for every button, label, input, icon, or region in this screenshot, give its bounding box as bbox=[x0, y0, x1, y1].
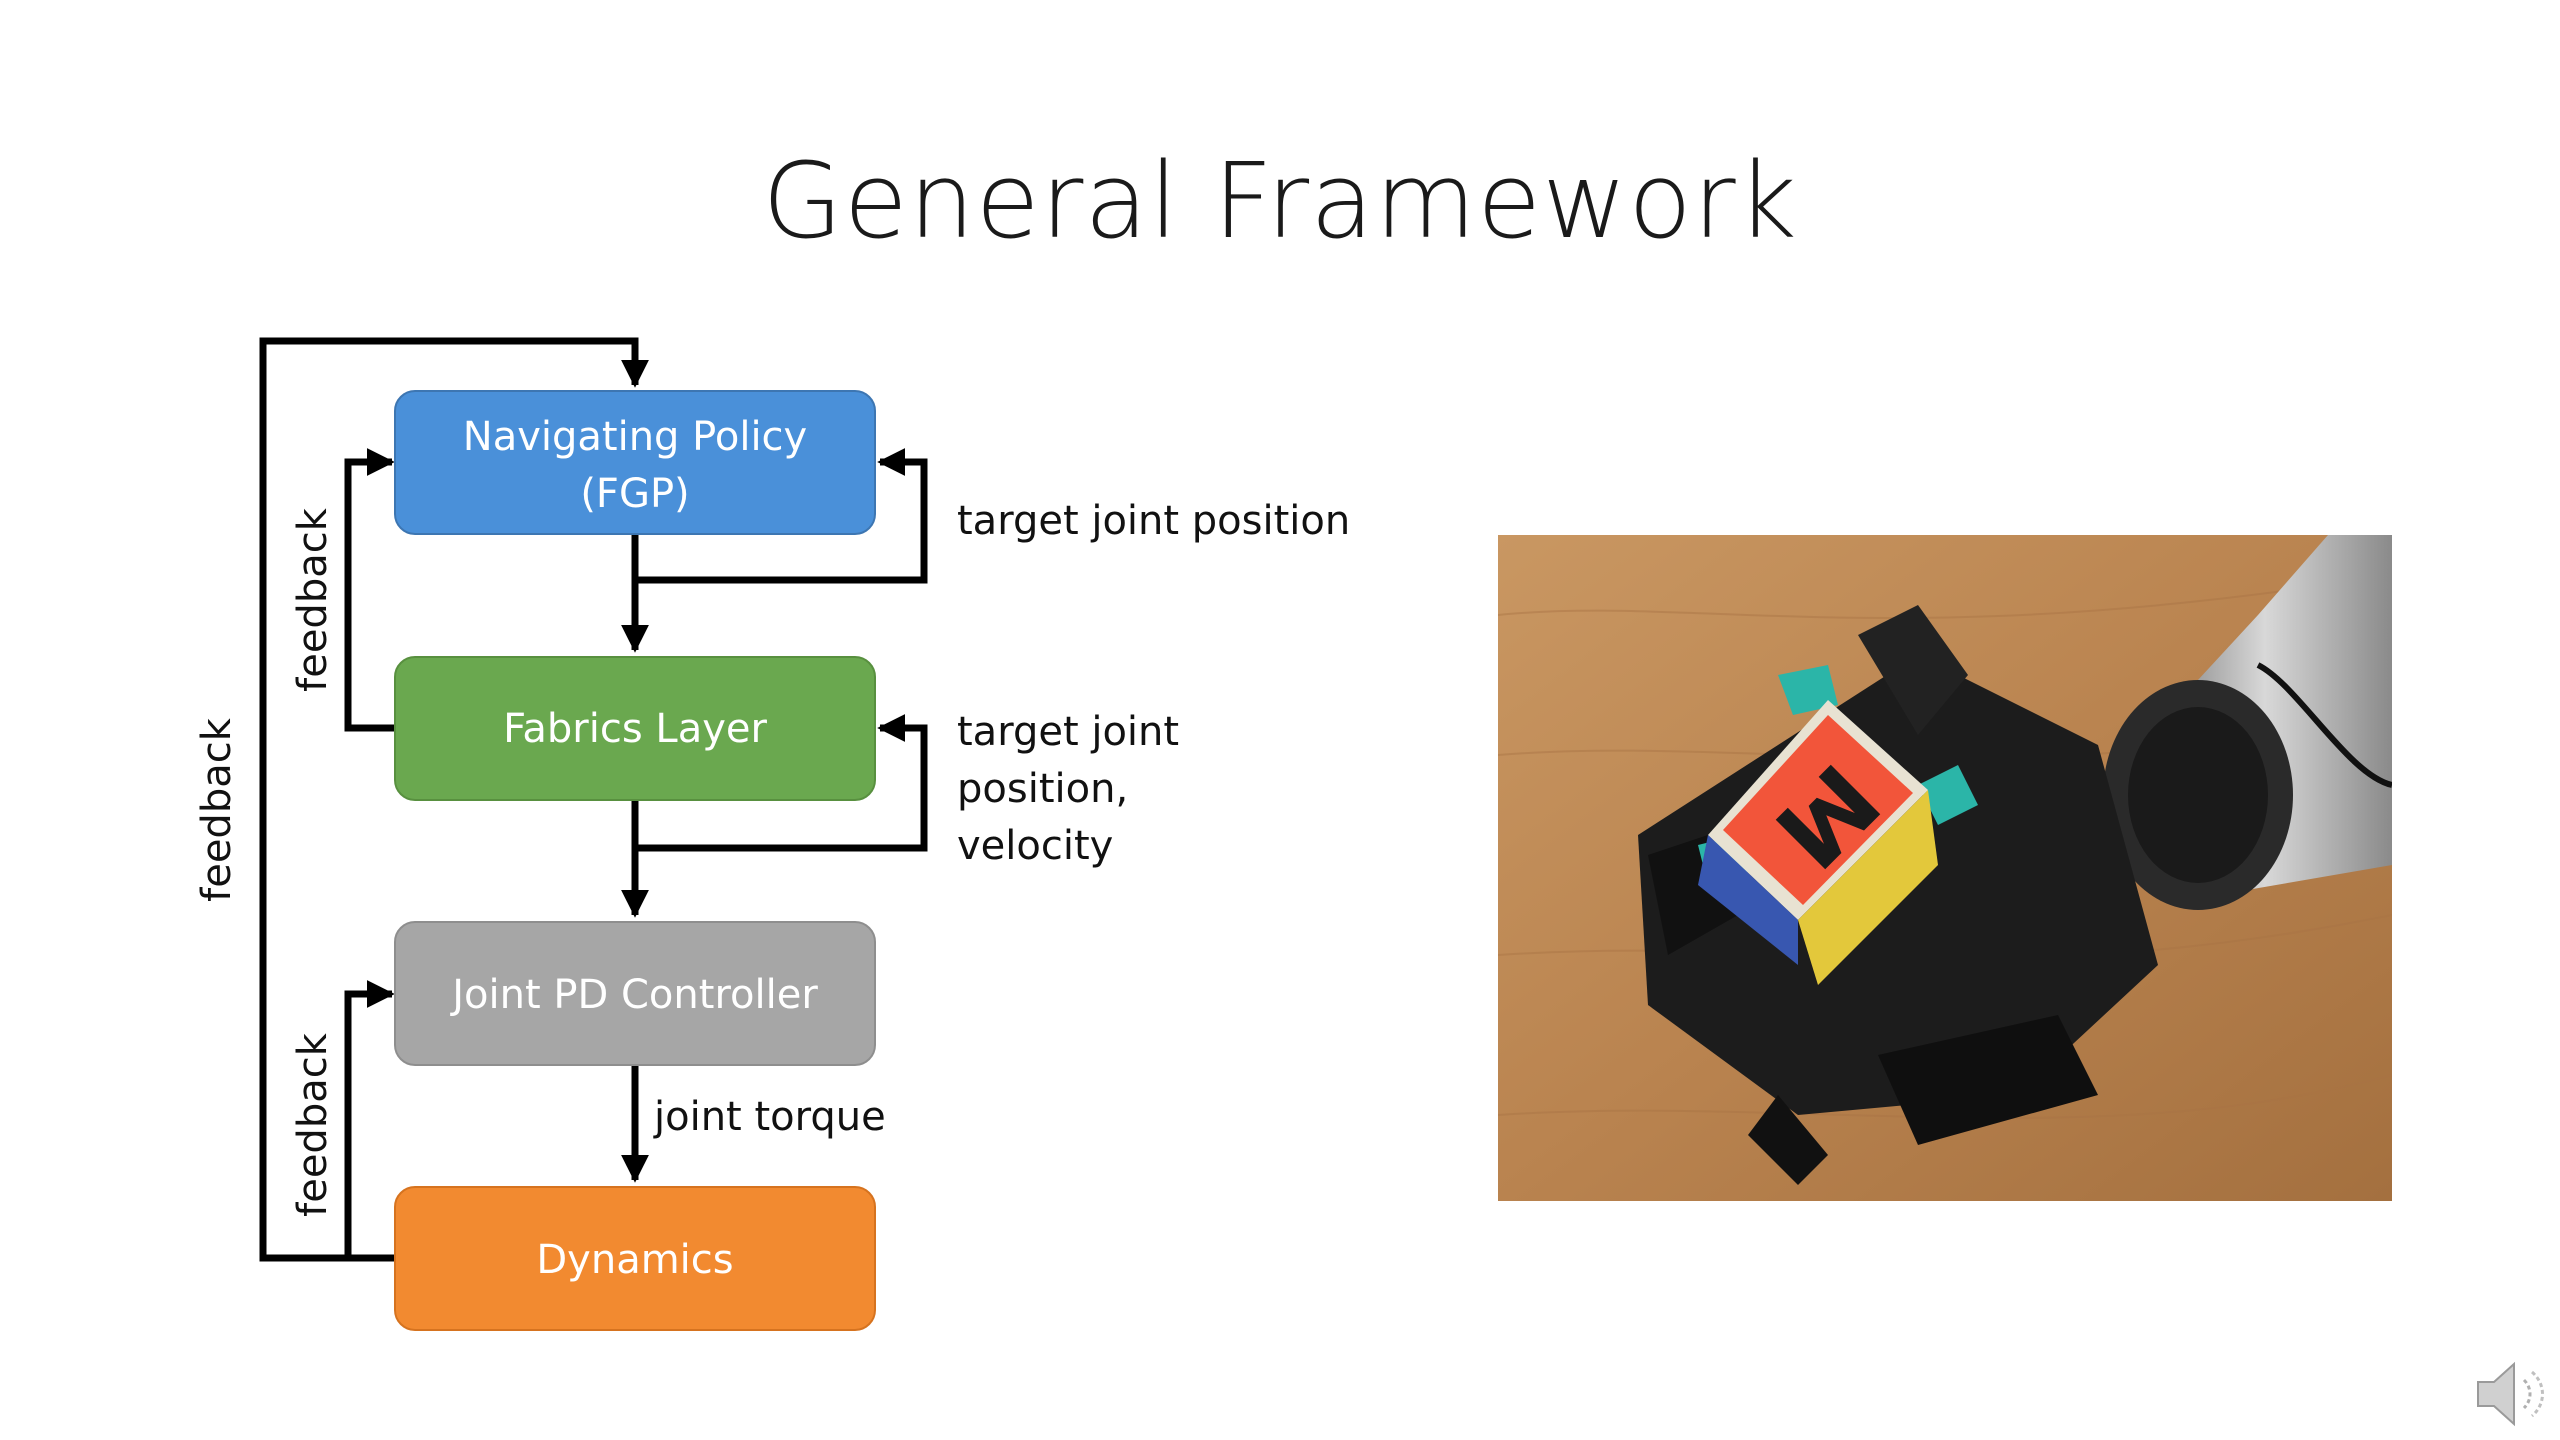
node-joint-pd-controller bbox=[394, 921, 876, 1066]
node-navigating-policy bbox=[394, 390, 876, 535]
node-dynamics-label: Dynamics bbox=[536, 1237, 733, 1283]
outer-feedback-arrow bbox=[259, 337, 649, 1262]
edge-label-fabrics-line2: position, bbox=[957, 766, 1128, 812]
node-navigating-policy-label: Navigating Policy bbox=[463, 414, 807, 460]
node-dynamics bbox=[394, 1186, 876, 1331]
feedback-label-outer: feedback bbox=[194, 717, 240, 902]
robot-hand-photo: M bbox=[1498, 535, 2392, 1201]
slide-title: General Framework bbox=[762, 140, 1798, 262]
edge-label-joint-torque: joint torque bbox=[653, 1094, 886, 1140]
loop-fabrics bbox=[635, 714, 928, 852]
loop-policy bbox=[635, 448, 928, 584]
node-fabrics-layer bbox=[394, 656, 876, 801]
edge-label-fabrics-line3: velocity bbox=[957, 823, 1113, 869]
feedback-label-upper: feedback bbox=[290, 507, 336, 692]
node-joint-pd-controller-label: Joint PD Controller bbox=[449, 972, 818, 1018]
edge-label-target-joint-position: target joint position bbox=[957, 498, 1350, 544]
feedback-arrow-fabrics-to-policy bbox=[344, 448, 395, 732]
feedback-arrow-dynamics-to-pd bbox=[344, 980, 395, 1262]
speaker-icon[interactable] bbox=[2470, 1354, 2558, 1434]
feedback-label-lower: feedback bbox=[290, 1032, 336, 1217]
node-fabrics-layer-label: Fabrics Layer bbox=[503, 706, 767, 752]
edge-label-fabrics-line1: target joint bbox=[957, 709, 1179, 755]
node-navigating-policy-sublabel: (FGP) bbox=[580, 471, 689, 517]
